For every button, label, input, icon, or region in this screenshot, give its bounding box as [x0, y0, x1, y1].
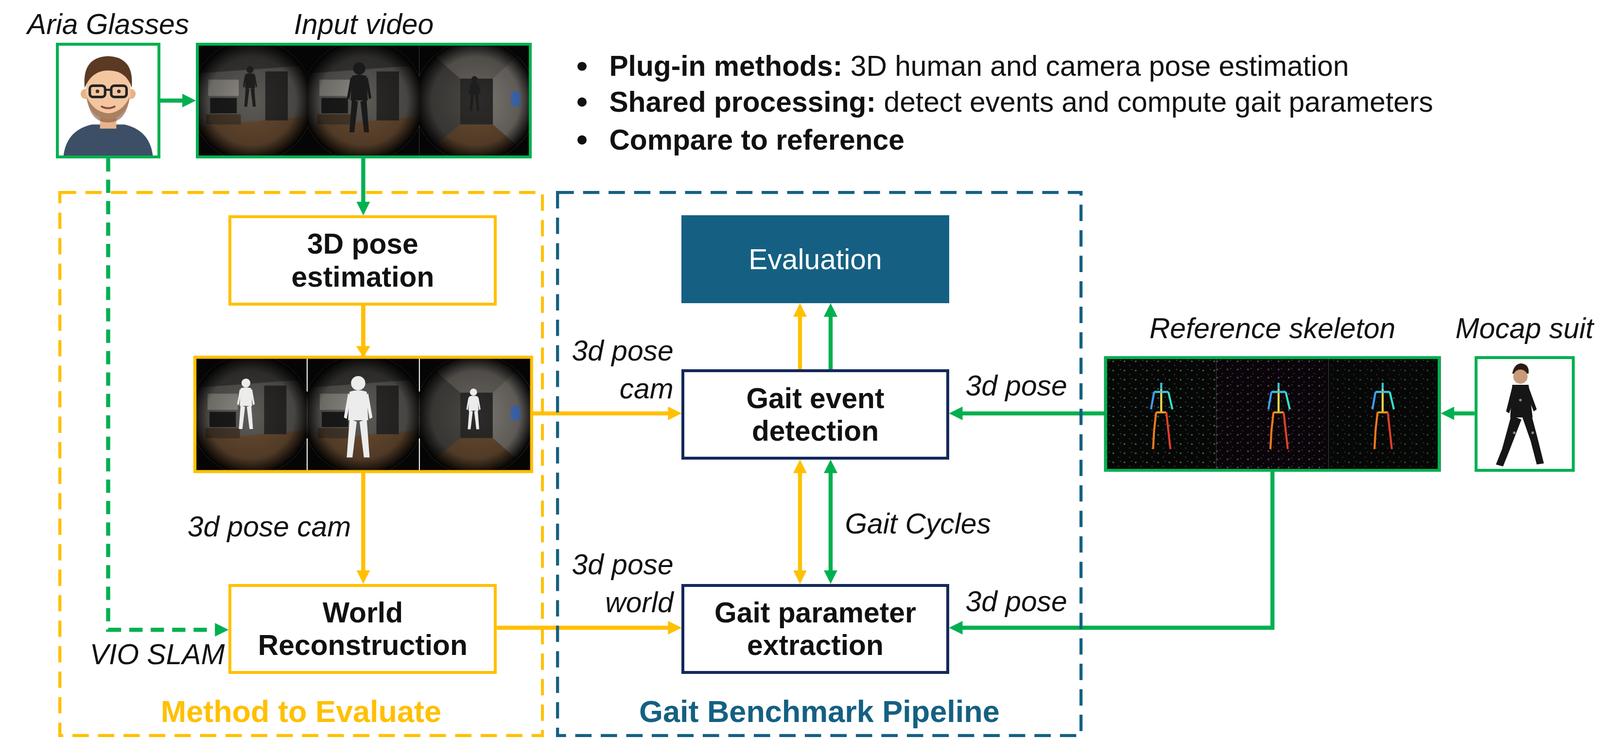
- box-label: World Reconstruction: [239, 596, 487, 662]
- mocap-figure: [1513, 431, 1516, 435]
- skeleton-frames: [1328, 356, 1442, 472]
- connector-arrow: [361, 158, 366, 210]
- device-box: Aria Glasses: [55, 42, 160, 158]
- bullet-heading: Plug-in methods:: [608, 50, 843, 82]
- pose-overlay-frames: [415, 354, 537, 476]
- avatar: [117, 89, 122, 94]
- bullet-line: Shared processing:detect events and comp…: [608, 85, 1433, 120]
- process-box: 3D pose estimation: [228, 215, 497, 306]
- mocap-figure: [1525, 386, 1537, 412]
- skeleton-frames: [1216, 356, 1329, 472]
- process-box: World Reconstruction: [228, 584, 497, 675]
- video-frames: [468, 76, 481, 112]
- heading-label: Mocap suit: [1455, 311, 1594, 347]
- process-box: Gait event detection: [681, 369, 949, 460]
- bullet-line: Compare to reference: [608, 122, 913, 158]
- edge-label: 3d pose: [965, 366, 1068, 405]
- edge-label: 3d pose: [965, 582, 1068, 621]
- pose-overlay-frames: [344, 376, 373, 458]
- mocap-box: Mocap suit: [1474, 356, 1575, 472]
- pose-overlay-frames: [466, 388, 481, 430]
- bullet-line: Plug-in methods:3D human and camera pose…: [608, 49, 1349, 84]
- avatar: [86, 97, 130, 123]
- video-frames: [191, 39, 314, 163]
- process-box: Gait parameter extraction: [681, 584, 949, 675]
- box-label: 3D pose estimation: [239, 227, 487, 294]
- connector-arrow: [798, 309, 802, 370]
- mocap-figure: [1475, 357, 1574, 471]
- skeleton-frames: [1216, 356, 1329, 472]
- bullet-text: detect events and compute gait parameter…: [883, 86, 1433, 118]
- box-label: Gait parameter extraction: [692, 596, 939, 662]
- bullet-dot: [577, 97, 587, 107]
- connector-arrow: [496, 626, 676, 630]
- video-strip: Input video: [195, 42, 532, 158]
- pipeline-region: Gait Benchmark Pipeline EvaluationGait ev…: [556, 191, 1083, 738]
- bullet-heading: Shared processing:: [608, 86, 876, 118]
- mocap-figure: [1506, 386, 1517, 414]
- pose-overlay-frames: [237, 378, 255, 430]
- skeleton-frames: [1150, 382, 1173, 450]
- bullet-text: 3D human and camera pose estimation: [850, 50, 1350, 82]
- avatar: [63, 124, 154, 158]
- pose-overlay-frames: [190, 346, 537, 476]
- edge-label: 3d pose cam: [187, 507, 351, 546]
- bullet-dot: [577, 61, 587, 71]
- avatar: [63, 56, 154, 159]
- box-label: Evaluation: [748, 243, 882, 277]
- avatar: [104, 88, 112, 91]
- mocap-figure: [1519, 399, 1522, 402]
- video-frames: [414, 39, 537, 163]
- connector-arrow: [828, 465, 833, 579]
- region-label: Gait Benchmark Pipeline: [556, 693, 1083, 731]
- box-label: Gait event detection: [692, 382, 939, 448]
- region-label: Method to Evaluate: [58, 693, 544, 731]
- avatar: [84, 56, 133, 88]
- mocap-figure: [1531, 431, 1534, 435]
- connector-arrow: [955, 471, 1273, 628]
- heading-label: Reference skeleton: [1149, 311, 1396, 347]
- connector-arrow: [1446, 411, 1475, 416]
- pose-overlay-frames: [302, 354, 425, 476]
- pose-overlay-frames: [194, 357, 532, 472]
- skeleton-strip: Reference skeleton: [1104, 356, 1442, 472]
- heading-label: Input video: [294, 7, 435, 42]
- mocap-figure: [1495, 415, 1522, 467]
- connector-arrow: [828, 309, 833, 370]
- skeleton-frames: [1104, 356, 1217, 472]
- region-outline: [59, 192, 543, 736]
- edge-label: VIO SLAM: [89, 635, 226, 674]
- skeleton-frames: [1372, 382, 1394, 450]
- bullet-heading: Compare to reference: [608, 123, 905, 156]
- pose-overlay-frames: [190, 354, 313, 476]
- avatar: [101, 105, 116, 108]
- skeleton-frames: [1104, 356, 1442, 472]
- mocap-figure: [1475, 357, 1574, 471]
- video-frames: [301, 39, 425, 163]
- avatar: [111, 85, 127, 97]
- evaluation-box: Evaluation: [681, 215, 949, 304]
- edge-label: 3d pose cam: [559, 331, 674, 408]
- mocap-figure: [1522, 415, 1544, 465]
- bullet-dot: [577, 135, 587, 145]
- connector-arrow: [160, 98, 191, 103]
- video-frames: [347, 62, 372, 133]
- heading-label: Aria Glasses: [27, 7, 190, 42]
- avatar: [95, 89, 100, 94]
- video-frames: [191, 39, 538, 163]
- pose-overlay-frames: [356, 346, 371, 358]
- skeleton-frames: [1328, 356, 1442, 472]
- edge-label: Gait Cycles: [844, 504, 991, 543]
- connector-arrow: [798, 465, 802, 579]
- mocap-figure: [1513, 369, 1528, 384]
- video-frames: [243, 66, 258, 107]
- region-outline: [557, 192, 1081, 736]
- skeleton-frames: [1104, 356, 1217, 472]
- skeleton-frames: [1268, 382, 1290, 450]
- edge-label: 3d pose world: [559, 545, 674, 622]
- avatar: [89, 85, 105, 97]
